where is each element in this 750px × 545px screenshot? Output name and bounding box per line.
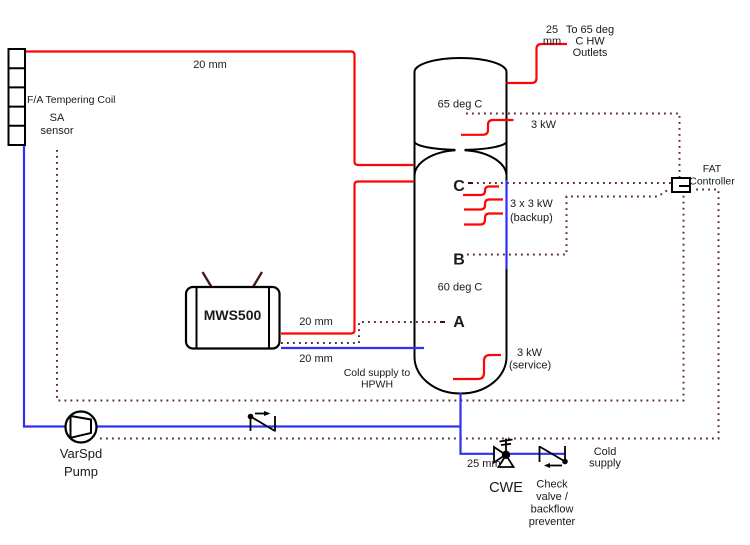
svg-text:F/A Tempering Coil: F/A Tempering Coil xyxy=(27,94,116,106)
svg-text:3 kW: 3 kW xyxy=(517,347,543,359)
svg-text:C: C xyxy=(453,178,465,195)
svg-text:SA: SA xyxy=(50,112,65,124)
svg-text:Check: Check xyxy=(536,479,568,491)
svg-text:preventer: preventer xyxy=(529,516,576,528)
svg-text:60 deg C: 60 deg C xyxy=(438,282,483,294)
svg-text:sensor: sensor xyxy=(40,125,73,137)
svg-text:valve /: valve / xyxy=(536,491,569,503)
svg-text:To 65 deg: To 65 deg xyxy=(566,24,614,36)
svg-text:65 deg C: 65 deg C xyxy=(438,99,483,111)
svg-text:FAT: FAT xyxy=(703,163,722,175)
svg-text:backflow: backflow xyxy=(531,504,574,516)
svg-text:25: 25 xyxy=(546,24,558,36)
svg-text:CWE: CWE xyxy=(489,480,523,496)
svg-text:20 mm: 20 mm xyxy=(193,59,227,71)
svg-text:20 mm: 20 mm xyxy=(299,353,333,365)
svg-text:Outlets: Outlets xyxy=(573,47,608,59)
svg-text:Pump: Pump xyxy=(64,464,98,479)
svg-text:A: A xyxy=(453,314,465,331)
svg-text:MWS500: MWS500 xyxy=(204,307,262,323)
svg-text:C HW: C HW xyxy=(575,36,605,48)
svg-text:Cold: Cold xyxy=(594,446,617,458)
svg-text:20 mm: 20 mm xyxy=(299,316,333,328)
svg-text:Controller: Controller xyxy=(689,176,735,188)
svg-text:25 mm: 25 mm xyxy=(467,458,501,470)
svg-text:(backup): (backup) xyxy=(510,212,553,224)
svg-text:VarSpd: VarSpd xyxy=(60,446,102,461)
svg-text:3 x 3 kW: 3 x 3 kW xyxy=(510,198,553,210)
svg-text:supply: supply xyxy=(589,458,621,470)
svg-text:HPWH: HPWH xyxy=(361,379,393,391)
svg-text:3 kW: 3 kW xyxy=(531,119,557,131)
svg-text:mm: mm xyxy=(543,36,561,48)
svg-text:(service): (service) xyxy=(509,360,551,372)
svg-text:B: B xyxy=(453,252,465,269)
svg-text:Cold supply to: Cold supply to xyxy=(344,367,411,379)
